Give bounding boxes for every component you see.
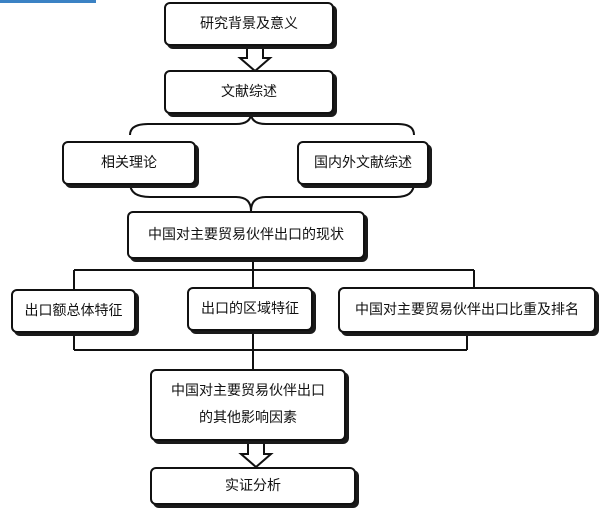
brace-top — [129, 112, 415, 136]
node-background-label: 研究背景及意义 — [200, 15, 298, 32]
node-factors-text: 中国对主要贸易伙伴出口 的其他影响因素 — [171, 378, 325, 431]
node-total: 出口额总体特征 — [11, 289, 136, 333]
node-region-label: 出口的区域特征 — [201, 300, 299, 317]
node-ranking-label: 中国对主要贸易伙伴出口比重及排名 — [355, 301, 579, 318]
node-empirical-label: 实证分析 — [225, 477, 281, 494]
node-background: 研究背景及意义 — [164, 2, 334, 46]
brace-middle — [129, 182, 415, 212]
node-empirical: 实证分析 — [150, 467, 356, 505]
merge-lines — [73, 332, 468, 370]
node-factors-line1: 中国对主要贸易伙伴出口 — [171, 383, 325, 400]
node-review-label: 国内外文献综述 — [314, 154, 412, 171]
node-total-label: 出口额总体特征 — [24, 302, 123, 319]
node-theory-label: 相关理论 — [101, 154, 157, 171]
node-literature: 文献综述 — [164, 70, 334, 114]
node-status: 中国对主要贸易伙伴出口的现状 — [127, 211, 365, 259]
hollow-arrow-2 — [238, 439, 274, 469]
node-review: 国内外文献综述 — [297, 141, 429, 185]
node-factors: 中国对主要贸易伙伴出口 的其他影响因素 — [150, 369, 346, 441]
split-lines — [73, 256, 475, 290]
hollow-arrow-1 — [237, 45, 273, 73]
node-status-label: 中国对主要贸易伙伴出口的现状 — [148, 226, 344, 243]
node-ranking: 中国对主要贸易伙伴出口比重及排名 — [338, 287, 596, 333]
top-accent-bar — [0, 0, 96, 3]
node-region: 出口的区域特征 — [187, 287, 313, 331]
node-theory: 相关理论 — [62, 141, 196, 185]
node-literature-label: 文献综述 — [221, 83, 277, 100]
node-factors-line2: 的其他影响因素 — [199, 410, 297, 426]
